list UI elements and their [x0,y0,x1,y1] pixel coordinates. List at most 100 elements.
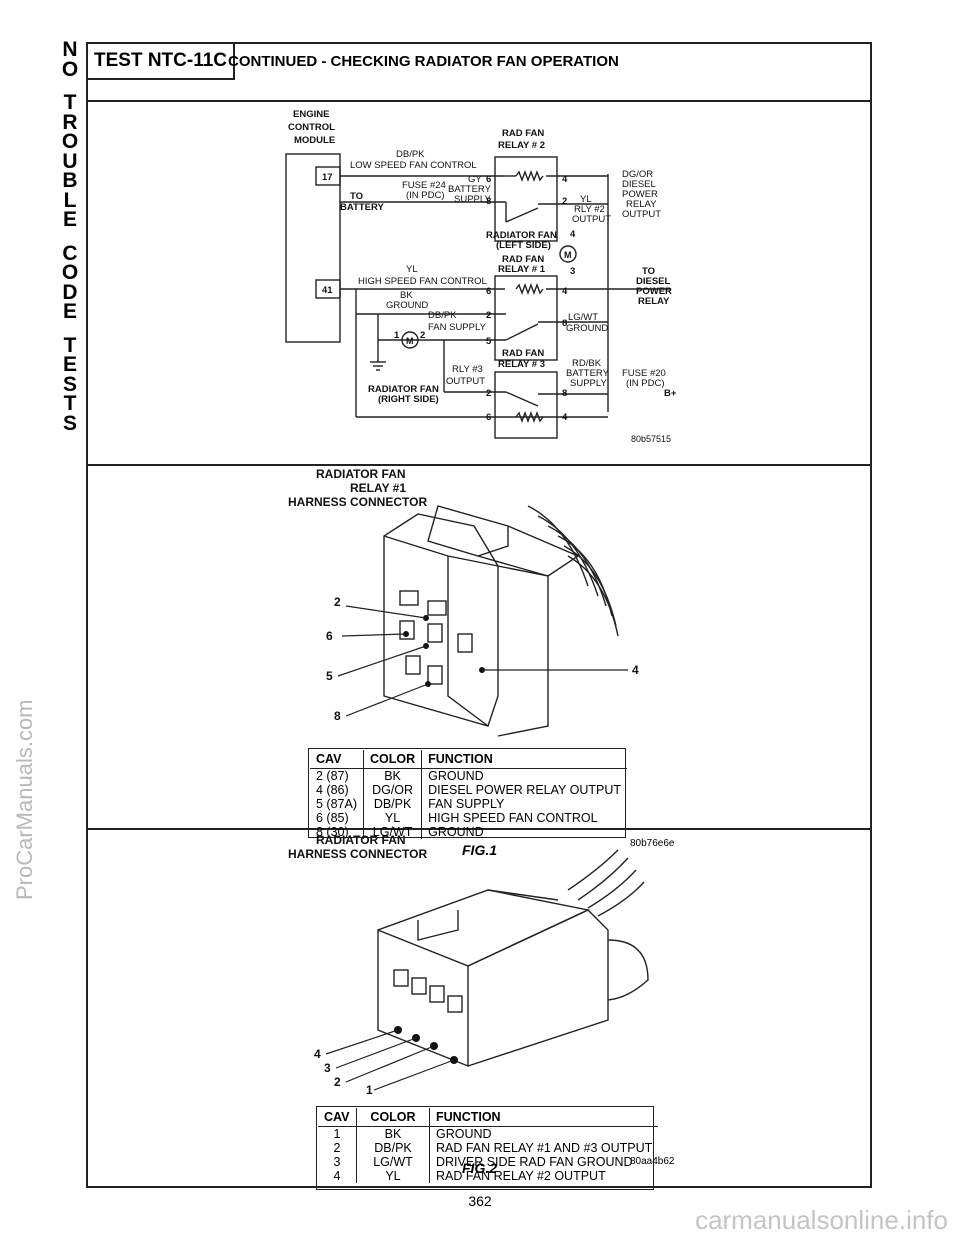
motor-left-pin3: 3 [570,266,575,277]
relay2-pin2: 2 [562,196,567,207]
fig2-cav: 2 [318,1141,357,1155]
fig2-function: GROUND [436,1127,492,1141]
fig1-color: LG/WT [363,825,423,839]
rdbk-color: RD/BK [572,358,602,369]
side-tab-letter: B [62,169,78,192]
yl-output: OUTPUT [572,214,611,225]
table-row: 4 (86) DG/OR DIESEL POWER RELAY OUTPUT [310,783,627,797]
relay3-title-1: RAD FAN [502,348,544,359]
ecm-pin-41: 41 [322,285,333,296]
fig1-color: BK [363,768,423,783]
relay3-pin2: 2 [486,388,491,399]
page-frame: TEST NTC-11C CONTINUED - CHECKING RADIAT… [86,42,872,1190]
bplus-label: B+ [664,388,677,399]
relay2-title-1: RAD FAN [502,128,544,139]
fig1-function: DIESEL POWER RELAY OUTPUT [428,783,622,797]
fig1-title-3: HARNESS CONNECTOR [288,495,427,509]
side-tab-letter: O [61,261,79,284]
fig2-cav: 1 [318,1126,357,1141]
low-speed-color: DB/PK [396,149,425,160]
rly3-output-2: OUTPUT [446,376,485,387]
rly3-output-1: RLY #3 [452,364,483,375]
fig2-cav: 3 [318,1155,357,1169]
fig2-function: DRIVER SIDE RAD FAN GROUND [436,1155,633,1169]
fig2-caption: FIG.2 [462,1160,498,1176]
fig2-header-color: COLOR [356,1108,430,1127]
fig2-callout-1: 1 [366,1083,373,1097]
bk-color: BK [400,290,413,301]
test-id: TEST NTC-11C [88,44,236,80]
side-tab-letter: S [62,411,77,435]
rdbk-battery: BATTERY [566,368,610,379]
relay2-pin8: 8 [486,196,491,207]
fig2-panel: RADIATOR FAN HARNESS CONNECTOR [88,830,870,1190]
side-tab-letter: T [63,392,77,415]
fuse24-label: FUSE #24 [402,180,446,191]
relay3-pin8: 8 [562,388,567,399]
relay1-connector-illustration: RADIATOR FAN RELAY #1 HARNESS CONNECTOR [288,467,639,737]
side-tab-letter: S [62,372,77,396]
motor-left: M [564,250,572,260]
fig2-callout-4: 4 [314,1047,321,1061]
fig2-color: BK [356,1126,430,1141]
fan-right-pin2: 2 [420,330,425,341]
fan-right-pin1: 1 [394,330,400,341]
side-tab-letter: D [62,280,78,304]
side-tab-letter: E [62,353,77,376]
fig1-caption: FIG.1 [462,842,498,858]
high-speed-color: YL [406,264,418,275]
fan-right-2: (RIGHT SIDE) [378,394,439,405]
fan-left-1: RADIATOR FAN [486,230,557,241]
schematic-panel: ENGINE CONTROL MODULE 17 41 RAD FAN RELA… [88,102,870,466]
fig1-function: GROUND [428,825,484,839]
table-row: 8 (30) LG/WT GROUND [310,825,627,839]
dgor-1: DG/OR [622,169,653,180]
relay1-title-1: RAD FAN [502,254,544,265]
fig1-header-color: COLOR [363,750,423,769]
fig2-table-frame [316,1106,654,1190]
fig2-cav: 4 [318,1169,357,1183]
gy-color: GY [468,174,482,185]
relay2-title-2: RELAY # 2 [498,140,545,151]
fig1-callout-5: 5 [326,669,333,683]
lgwt-color: LG/WT [568,312,598,323]
relay3-pin6: 6 [486,412,491,423]
fig1-callout-8: 8 [334,709,341,723]
side-tab-letter: R [62,110,78,134]
to-battery-1: TO [350,191,363,202]
table-row: 3 LG/WT DRIVER SIDE RAD FAN GROUND [318,1155,658,1169]
dgor-5: OUTPUT [622,209,661,220]
fig1-table: CAV COLOR FUNCTION 2 (87) BK GROUND 4 (8… [310,750,628,839]
fig2-title-1: RADIATOR FAN [316,833,406,847]
dgor-2: DIESEL [622,179,656,190]
relay3-title-2: RELAY # 3 [498,359,545,370]
rdbk-supply: SUPPLY [570,378,607,389]
high-speed-label: HIGH SPEED FAN CONTROL [358,276,487,287]
fan-connector-illustration: RADIATOR FAN HARNESS CONNECTOR [288,833,649,1097]
wiring-schematic: ENGINE CONTROL MODULE 17 41 RAD FAN RELA… [285,109,677,444]
relay1-connector-body [383,505,619,737]
motor-left-pin4: 4 [570,229,576,240]
fig1-header-function: FUNCTION [421,750,628,769]
fig2-function: RAD FAN RELAY #2 OUTPUT [436,1169,606,1183]
fig1-cav: 8 (30) [310,825,364,839]
relay2-pin4: 4 [562,174,568,185]
to-diesel-2: DIESEL [636,276,671,287]
fig2-color: YL [356,1169,430,1183]
dgor-4: RELAY [626,199,657,210]
relay1-pin4: 4 [562,286,568,297]
fuse20-label: FUSE #20 [622,368,666,379]
fig1-panel: RADIATOR FAN RELAY #1 HARNESS CONNECTOR [88,466,870,858]
watermark-carmanualsonline: carmanualsonline.info [695,1205,948,1235]
lgwt-ground: GROUND [566,323,608,334]
fig1-cav: 5 (87A) [310,797,364,811]
side-tab-letter: T [63,333,77,357]
schematic-code: 80b57515 [631,434,671,444]
fig2-color: LG/WT [356,1155,430,1169]
relay1-pin5: 5 [486,336,492,347]
header-title: CONTINUED - CHECKING RADIATOR FAN OPERAT… [228,53,619,70]
fig1-cav: 4 (86) [310,783,364,797]
dbpk-supply: FAN SUPPLY [428,322,487,333]
side-tab-letter: U [62,149,78,173]
to-diesel-3: POWER [636,286,672,297]
